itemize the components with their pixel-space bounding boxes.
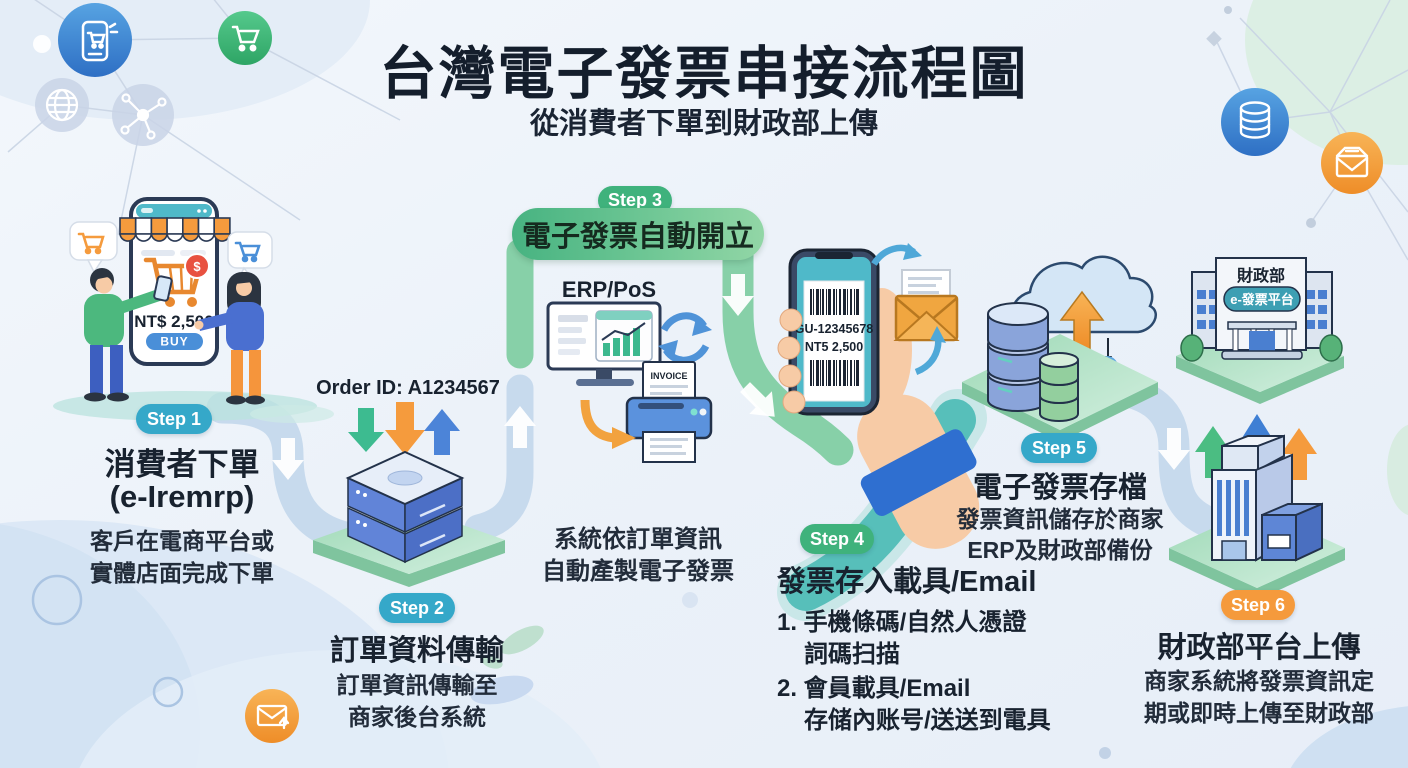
- male-shopper: [84, 268, 173, 402]
- page-subtitle: 從消費者下單到財政部上傳: [529, 108, 878, 140]
- step4-illustration: GU-12345678 NT5 2,500: [777, 243, 980, 549]
- step1-title2: (e-Iremrp): [109, 479, 255, 514]
- page-title: 台灣電子發票串接流程圖: [379, 42, 1029, 106]
- mail-upload-icon: [245, 689, 299, 743]
- step3-illustration: INVOICE: [546, 301, 713, 463]
- receipt-code-label: GU-12345678: [795, 322, 874, 336]
- printer: [625, 396, 713, 463]
- step4-title: 發票存入載具/Email: [777, 566, 1037, 598]
- step4-item1-line2: 詞碼扫描: [804, 641, 900, 668]
- step2-desc-line1: 訂單資訊傳輸至: [336, 672, 498, 698]
- receipt-amount-label: NT5 2,500: [805, 340, 863, 354]
- erp-pos-label: ERP/PoS: [561, 277, 657, 302]
- dollar-sign: $: [193, 259, 201, 274]
- order-id-label: Order ID: A1234567: [316, 377, 500, 399]
- invoice-label: INVOICE: [650, 371, 687, 381]
- server-stack: [345, 450, 465, 564]
- window-stripes: [1217, 480, 1249, 536]
- einvoice-platform-label: e-發票平台: [1230, 292, 1294, 307]
- step3-desc-line2: 自動產製電子發票: [542, 558, 734, 585]
- ministry-building: 財政部 e-發票平台: [1176, 257, 1344, 404]
- green-database-stack: [1039, 352, 1079, 422]
- step2-badge: Step 2: [379, 593, 455, 623]
- step1-badge: Step 1: [136, 404, 212, 434]
- step5-desc-line2: ERP及財政部備份: [967, 537, 1153, 563]
- network-node-icon: [112, 84, 174, 146]
- sync-arrows-icon: [658, 312, 712, 364]
- step4-item1-line1: 1. 手機條碼/自然人憑證: [777, 609, 1027, 636]
- step4-item2-line2: 存储內账号/送送到電具: [804, 707, 1051, 734]
- mail-icon: [1321, 132, 1383, 194]
- step4-badge: Step 4: [800, 524, 874, 554]
- step4-item2-line1: 2. 會員載具/Email: [777, 675, 971, 702]
- step5-desc-line1: 發票資訊儲存於商家: [956, 506, 1164, 532]
- step1-desc-line1: 客戶在電商平台或: [90, 528, 274, 554]
- price-badge: $: [184, 253, 210, 279]
- cart-icon: [218, 11, 272, 65]
- step5-illustration: [962, 255, 1158, 442]
- awning: [119, 217, 231, 242]
- globe-icon: [35, 78, 89, 132]
- order-arrows: [348, 402, 460, 455]
- step1-illustration: $ NT$ 2,500 BUY: [53, 197, 334, 423]
- step6-illustration: [1169, 414, 1345, 600]
- female-shopper: [194, 272, 265, 405]
- buy-button: BUY: [146, 333, 203, 350]
- step3-banner: 電子發票自動開立: [512, 208, 764, 260]
- arm: [857, 394, 980, 549]
- step2-illustration: [313, 402, 505, 587]
- step2-title: 訂單資料傳輸: [329, 635, 504, 667]
- step3-desc-line1: 系統依訂單資訊: [554, 526, 722, 553]
- print-arrow: [580, 399, 636, 449]
- step1-desc-line2: 實體店面完成下單: [90, 560, 274, 586]
- database-icon: [1221, 88, 1289, 156]
- step6-title: 財政部平台上傳: [1157, 632, 1361, 664]
- blue-database-stack: [987, 302, 1049, 412]
- mobile-shop-icon: [58, 3, 132, 77]
- merchant-building: [1211, 434, 1323, 562]
- buy-label: BUY: [160, 335, 188, 349]
- erp-monitor: [546, 301, 662, 386]
- speech-bubble-left: [69, 221, 118, 274]
- step2-desc-line2: 商家後台系統: [348, 704, 486, 730]
- send-cycle-arrows: [871, 243, 946, 376]
- step5-badge: Step 5: [1021, 433, 1097, 463]
- step5-title: 電子發票存檔: [972, 472, 1147, 504]
- ministry-windows: [1197, 290, 1327, 329]
- store-price-label: NT$ 2,500: [134, 312, 213, 331]
- step6-desc-line2: 期或即時上傳至財政部: [1144, 700, 1374, 726]
- receipt-phone: GU-12345678 NT5 2,500: [788, 248, 880, 416]
- step1-title: 消費者下單: [104, 447, 260, 482]
- step6-badge: Step 6: [1221, 590, 1295, 620]
- email-envelope: [893, 269, 960, 342]
- fingertips: [777, 308, 806, 414]
- ministry-label: 財政部: [1237, 266, 1285, 285]
- step6-desc-line1: 商家系統將發票資訊定: [1144, 668, 1374, 694]
